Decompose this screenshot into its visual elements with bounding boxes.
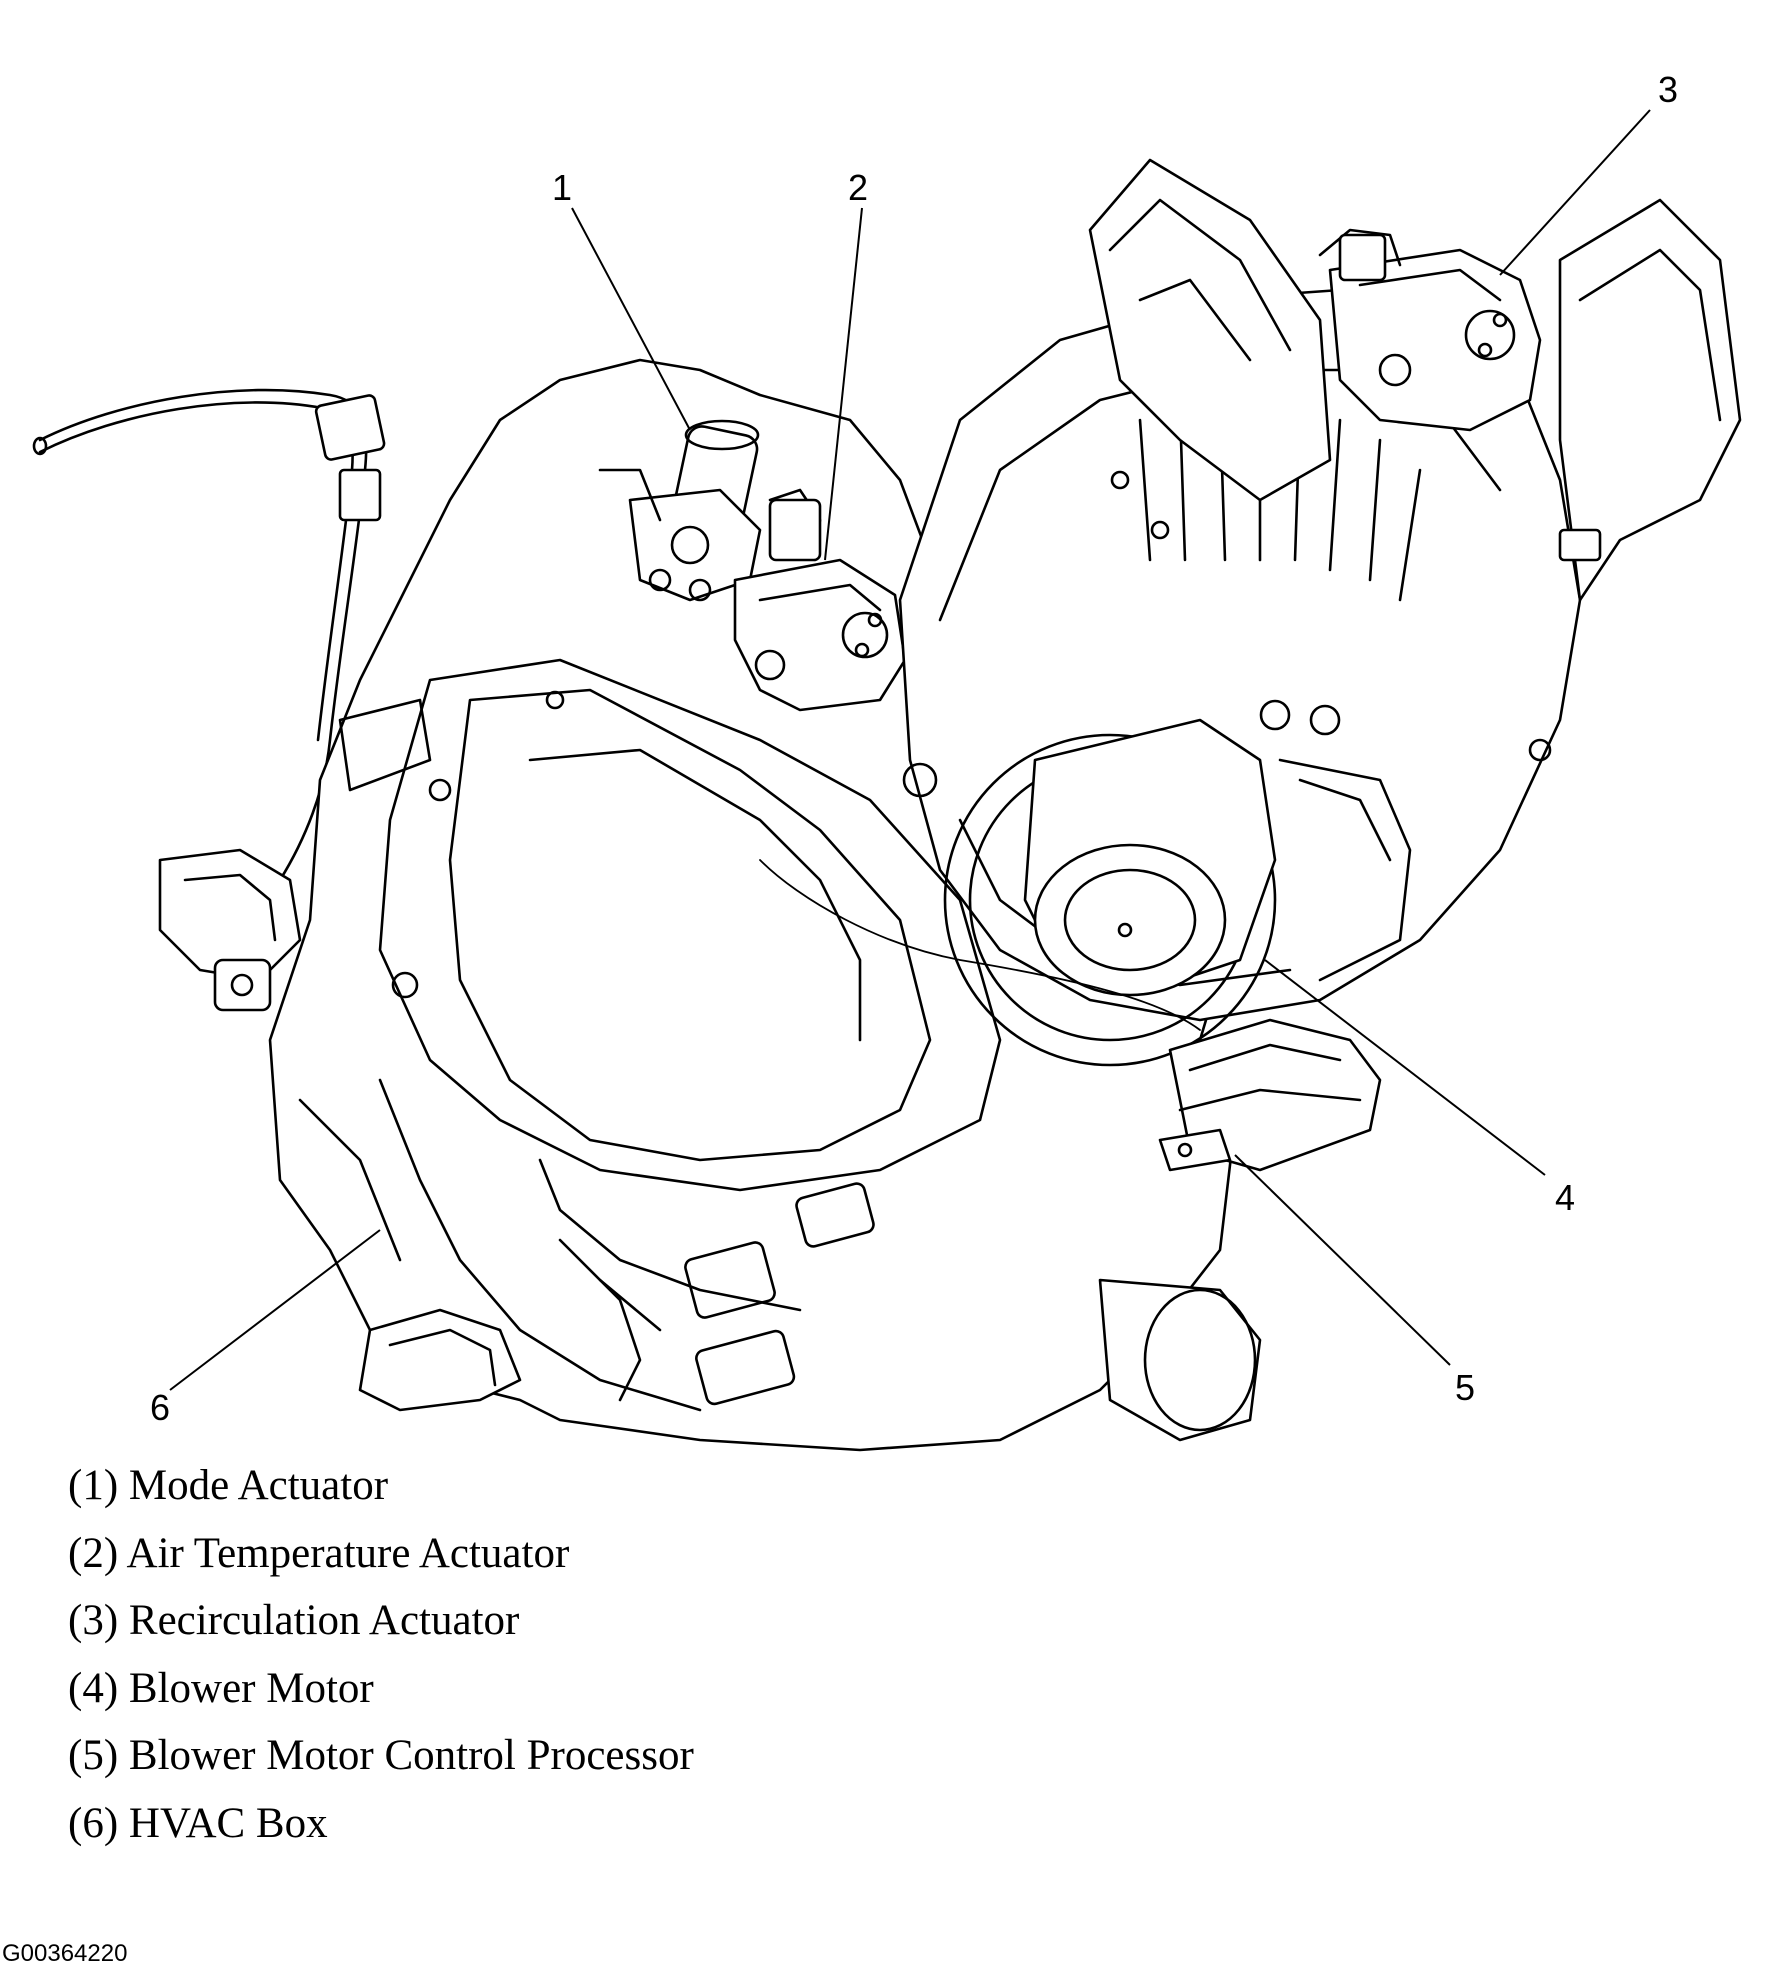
callout-5: 5 <box>1455 1367 1475 1408</box>
figure-id: G00364220 <box>2 1940 128 1967</box>
legend-item-hvac-box: (6) HVAC Box <box>68 1799 328 1847</box>
hvac-assembly-diagram: 1 2 3 4 5 6 <box>32 69 1742 1452</box>
legend: (1) Mode Actuator (2) Air Temperature Ac… <box>68 1452 694 1857</box>
leader-1 <box>571 207 691 431</box>
legend-item-recirculation-actuator: (3) Recirculation Actuator <box>68 1597 520 1644</box>
leader-5 <box>1234 1154 1451 1366</box>
leader-lines <box>169 109 1651 1391</box>
legend-item-blower-motor-control-processor: (5) Blower Motor Control Processor <box>68 1732 694 1779</box>
callout-2: 2 <box>848 167 868 208</box>
legend-item-air-temperature-actuator: (2) Air Temperature Actuator <box>68 1529 570 1577</box>
mode-actuator <box>598 419 762 602</box>
air-temperature-actuator <box>733 488 907 712</box>
leader-3 <box>1499 109 1651 276</box>
leader-6 <box>169 1229 381 1391</box>
callout-numbers: 1 2 3 4 5 6 <box>150 69 1678 1428</box>
legend-item-mode-actuator: (1) Mode Actuator <box>68 1462 389 1509</box>
callout-1: 1 <box>552 167 572 208</box>
leader-2 <box>824 207 863 561</box>
legend-item-blower-motor: (4) Blower Motor <box>68 1664 374 1712</box>
callout-3: 3 <box>1658 69 1678 110</box>
blower-motor-control-processor <box>759 859 1382 1172</box>
callout-4: 4 <box>1555 1177 1575 1218</box>
leader-4 <box>1264 959 1546 1176</box>
recirculation-actuator <box>1318 228 1542 432</box>
blower-assembly <box>898 158 1742 1067</box>
callout-6: 6 <box>150 1387 170 1428</box>
